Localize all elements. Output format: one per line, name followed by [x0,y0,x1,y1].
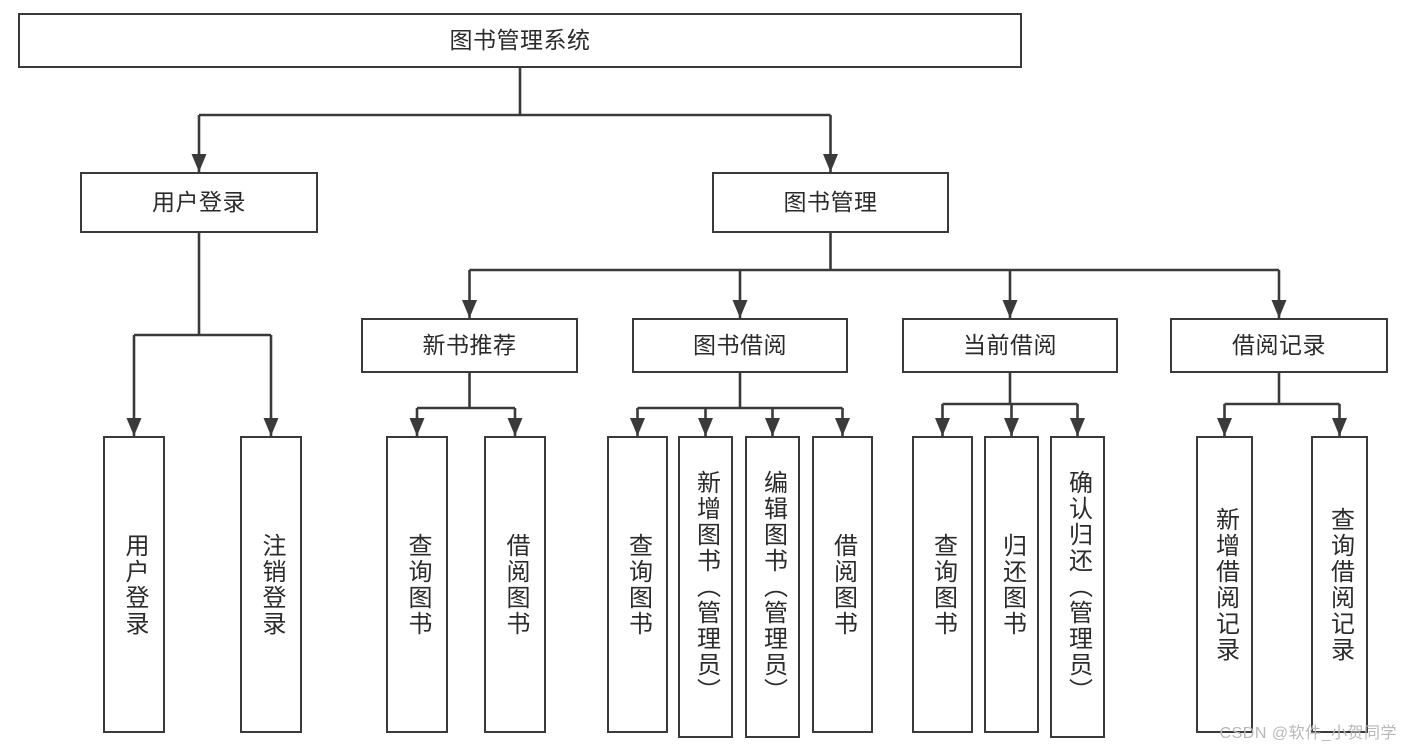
node-l2-borrow-record: 借阅记录 [1170,318,1388,373]
node-label: 新增图书（管理员） [692,470,720,704]
node-leaf-query-book-2: 查询图书 [607,436,668,733]
arrowhead-leaf-query-book-3 [935,418,950,436]
node-leaf-borrow-book-2: 借阅图书 [812,436,873,733]
node-label: 图书借阅 [693,331,787,358]
node-label: 借阅图书 [501,532,529,637]
arrowhead-l2-current-borrow [1002,300,1018,318]
arrowhead-leaf-borrow-book-2 [835,418,850,436]
arrowhead-leaf-logout [263,418,279,436]
arrowhead-leaf-confirm-return [1070,418,1085,436]
node-l2-current-borrow: 当前借阅 [902,318,1118,373]
arrowhead-leaf-edit-book [765,418,780,436]
node-l2-book-borrow: 图书借阅 [632,318,848,373]
node-label: 查询借阅记录 [1326,506,1354,663]
node-label: 用户登录 [152,188,246,215]
arrowhead-leaf-add-book [698,418,713,436]
arrowhead-leaf-add-record [1217,418,1232,436]
node-leaf-add-record: 新增借阅记录 [1196,436,1253,733]
arrowhead-l2-new-book-rec [462,300,477,318]
node-leaf-edit-book: 编辑图书（管理员） [745,436,800,738]
node-label: 图书管理系统 [449,26,591,53]
node-l1-book-mgmt: 图书管理 [712,172,949,233]
node-root: 图书管理系统 [18,13,1022,68]
node-label: 用户登录 [120,532,148,637]
arrowhead-leaf-query-book-2 [630,418,645,436]
node-leaf-logout: 注销登录 [240,436,302,733]
node-l1-user-login: 用户登录 [80,172,318,233]
node-label: 新增借阅记录 [1211,506,1239,663]
node-label: 借阅记录 [1232,331,1326,358]
node-leaf-user-login: 用户登录 [103,436,165,733]
node-leaf-query-book-3: 查询图书 [912,436,973,733]
node-label: 确认归还（管理员） [1064,470,1092,704]
node-label: 借阅图书 [829,532,857,637]
arrowhead-l1-book-mgmt [823,154,838,172]
arrowhead-l2-borrow-record [1271,300,1287,318]
arrowhead-leaf-query-book-1 [409,418,425,436]
node-label: 新书推荐 [422,331,517,358]
arrowhead-l1-user-login [191,154,207,172]
arrowhead-leaf-return-book [1004,418,1019,436]
node-leaf-query-book-1: 查询图书 [386,436,448,733]
node-l2-new-book-rec: 新书推荐 [361,318,578,373]
node-leaf-add-book: 新增图书（管理员） [678,436,733,738]
node-leaf-return-book: 归还图书 [984,436,1039,733]
node-label: 图书管理 [783,188,878,215]
arrowhead-l2-book-borrow [732,300,748,318]
node-label: 查询图书 [624,532,652,637]
node-leaf-query-record: 查询借阅记录 [1311,436,1368,733]
node-leaf-confirm-return: 确认归还（管理员） [1050,436,1105,738]
node-label: 注销登录 [257,532,285,637]
arrowhead-leaf-query-record [1332,418,1347,436]
node-label: 归还图书 [998,532,1026,637]
node-label: 查询图书 [929,532,957,637]
node-label: 当前借阅 [963,331,1057,358]
node-leaf-borrow-book-1: 借阅图书 [484,436,546,733]
node-label: 编辑图书（管理员） [759,470,787,704]
node-label: 查询图书 [403,532,431,637]
arrowhead-leaf-user-login [126,418,142,436]
arrowhead-leaf-borrow-book-1 [507,418,523,436]
